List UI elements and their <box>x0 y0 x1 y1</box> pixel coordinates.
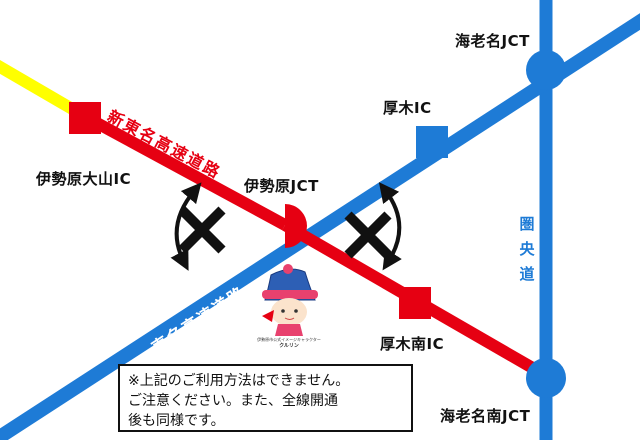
ken-o-label-char: 圏 <box>519 215 535 233</box>
isehara-oyama-ic-label: 伊勢原大山IC <box>36 170 132 188</box>
ebina-jct-marker <box>526 50 566 90</box>
notice-line: ご注意ください。また、全線開通 <box>128 393 338 409</box>
notice-line: 後も同様です。 <box>128 413 225 429</box>
mascot-caption-text: 伊勢原市公式イメージキャラクター <box>257 337 321 342</box>
shin-tomei-expressway <box>81 110 288 231</box>
notice-line: ※上記のご利用方法はできません。 <box>128 373 350 389</box>
mascot-name: クルリン <box>279 343 299 349</box>
ken-o-label: 圏 央 道 <box>518 212 536 287</box>
ebina-minami-jct-label: 海老名南JCT <box>440 407 531 425</box>
mascot-caption: 伊勢原市公式イメージキャラクター クルリン <box>252 337 326 349</box>
atsugi-ic-label: 厚木IC <box>383 99 432 117</box>
atsugi-minami-ic-marker <box>399 287 431 319</box>
isehara-oyama-ic-marker <box>69 102 101 134</box>
no-entry-left-icon <box>170 182 226 271</box>
no-entry-right-icon <box>344 182 402 271</box>
atsugi-minami-ic-label: 厚木南IC <box>380 335 445 353</box>
ebina-jct-label: 海老名JCT <box>455 32 530 50</box>
atsugi-ic-marker <box>416 126 448 158</box>
ken-o-label-char: 道 <box>519 265 535 283</box>
usage-notice-box: ※上記のご利用方法はできません。 ご注意ください。また、全線開通 後も同様です。 <box>118 364 413 432</box>
ken-o-label-char: 央 <box>519 240 535 258</box>
isehara-jct-label: 伊勢原JCT <box>244 177 319 195</box>
mascot-kururin-icon <box>262 264 318 336</box>
isehara-jct-marker <box>285 204 307 248</box>
ebina-minami-jct-marker <box>526 358 566 398</box>
